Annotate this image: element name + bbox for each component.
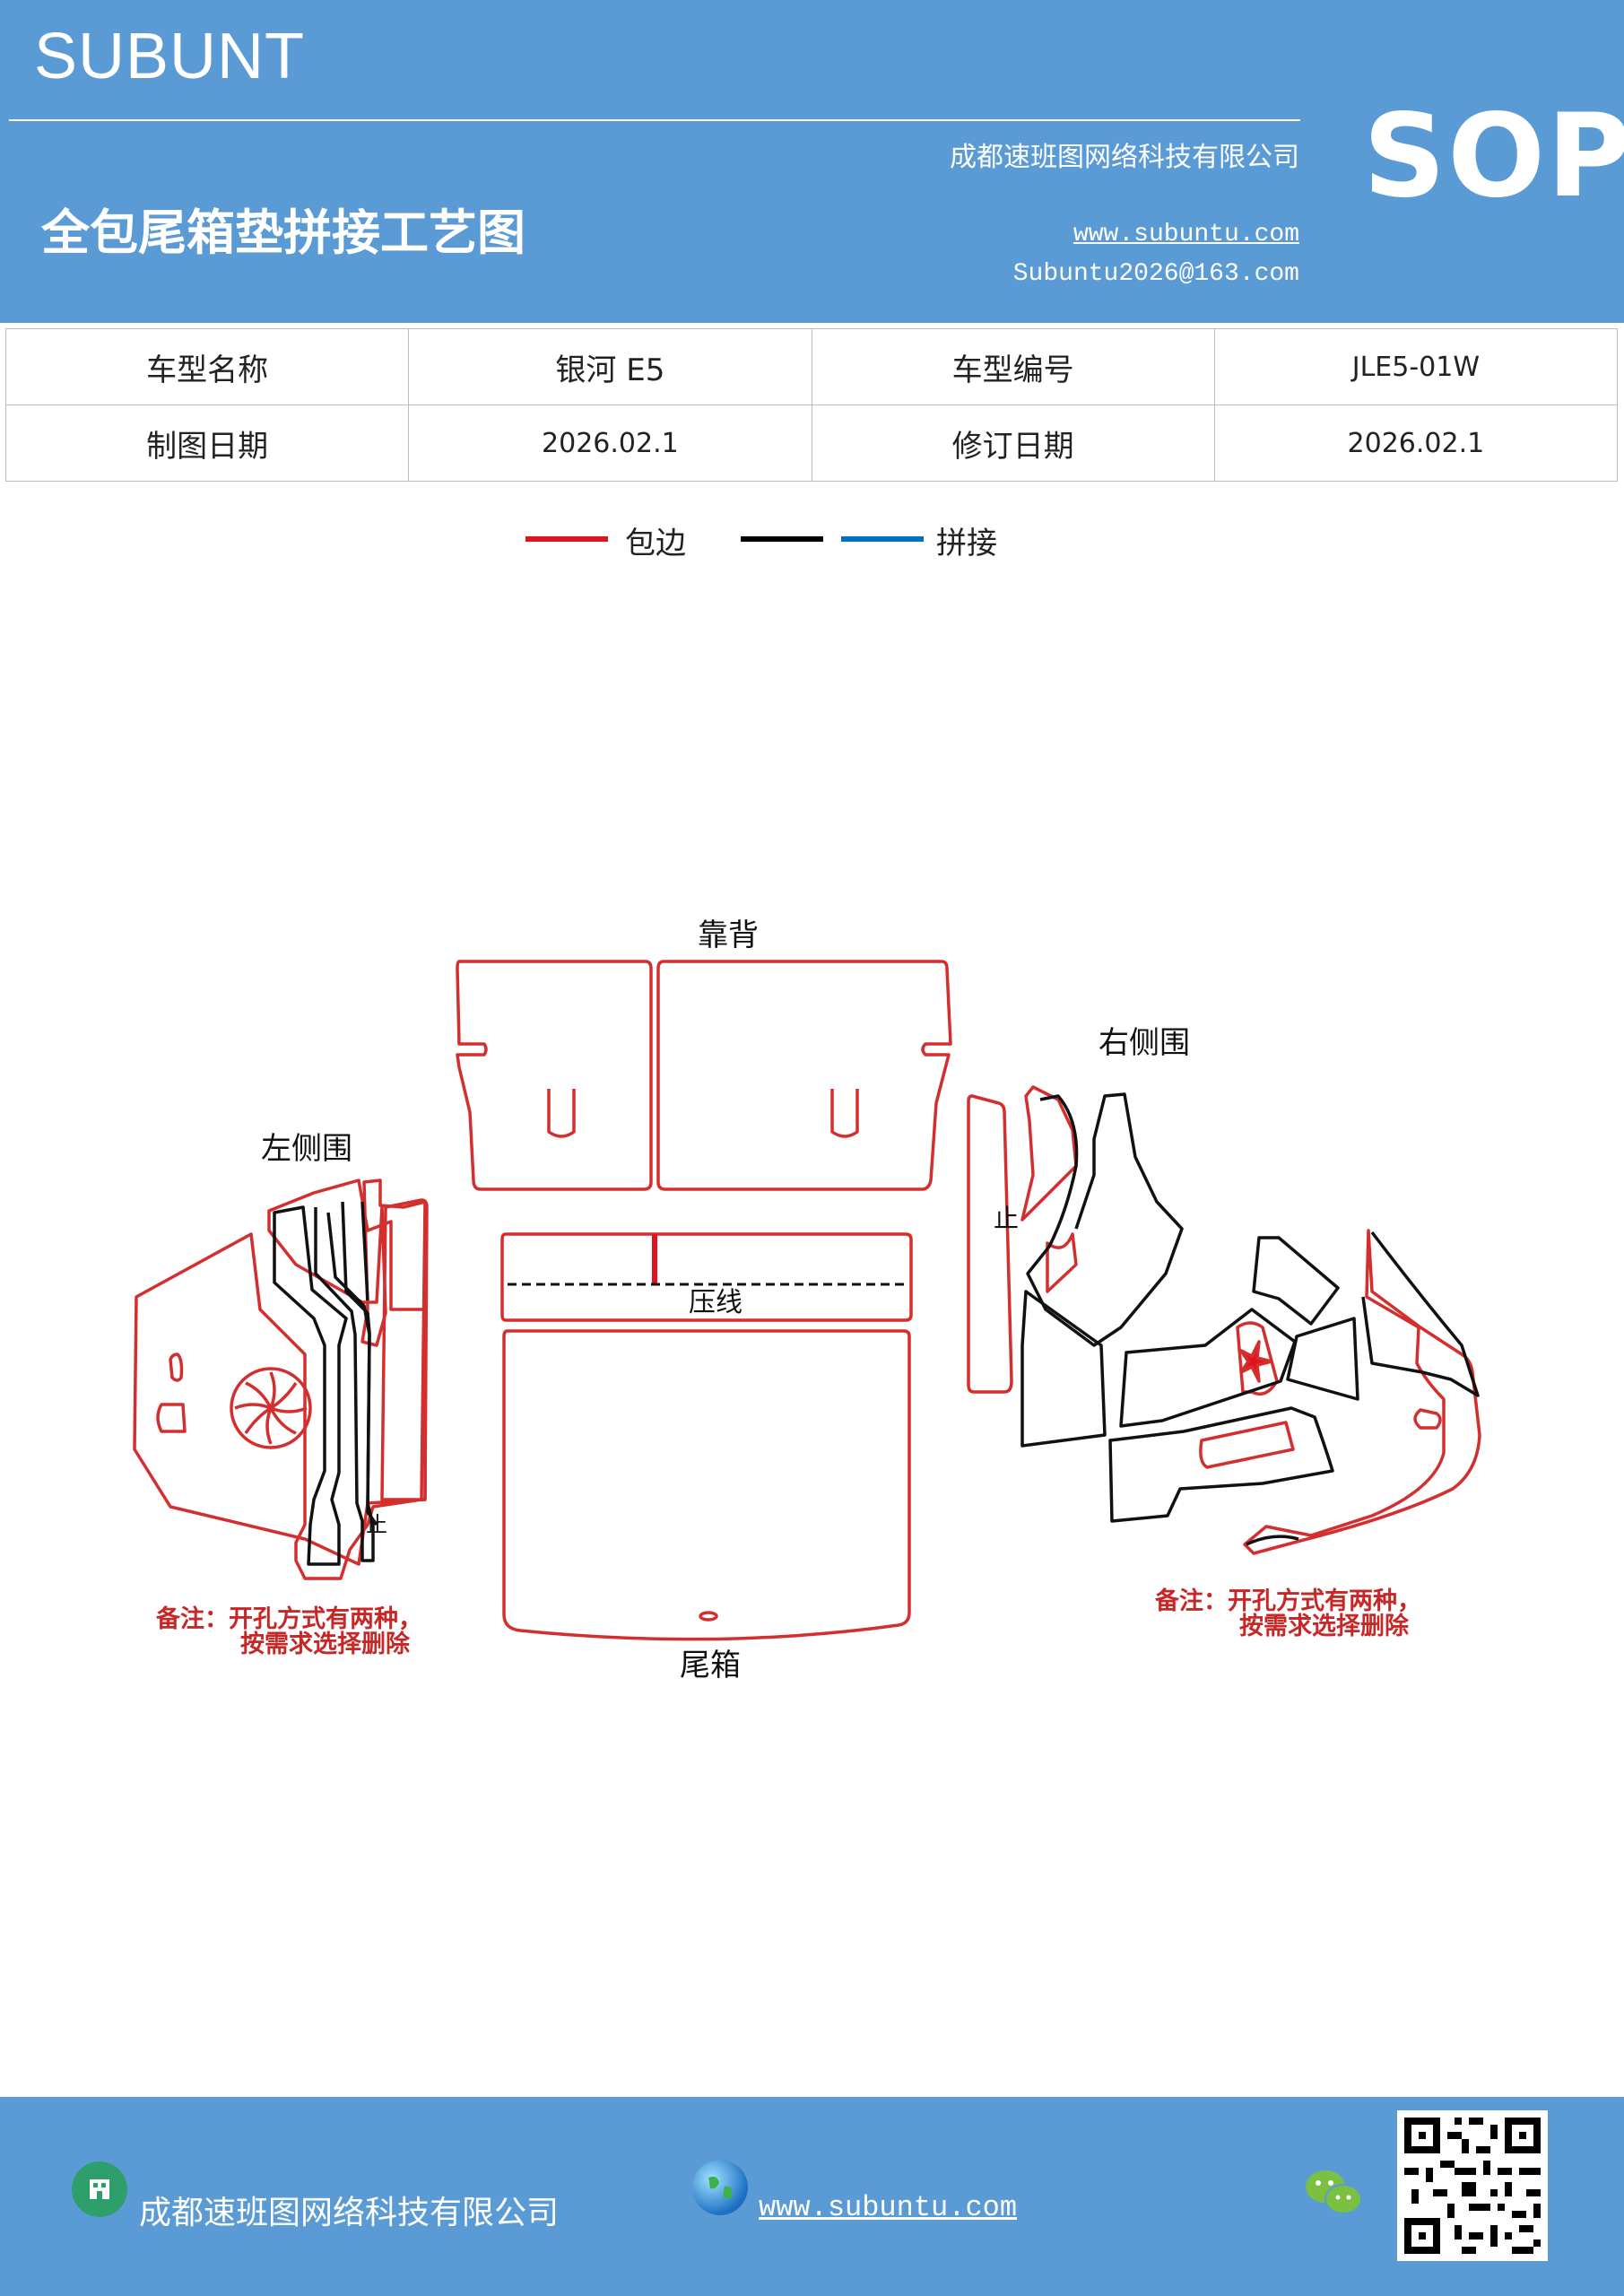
trunk-floor-panel xyxy=(502,1329,911,1641)
right-splice-g xyxy=(1361,1231,1480,1397)
right-fan-symbol xyxy=(1239,1340,1273,1383)
right-note-line-2: 按需求选择删除 xyxy=(1239,1612,1410,1640)
left-note-line-1: 备注：开孔方式有两种， xyxy=(155,1605,422,1633)
right-pocket-cutout xyxy=(1199,1421,1295,1469)
table-cell: 车型编号 xyxy=(811,328,1215,405)
backrest-right-panel xyxy=(656,960,952,1191)
label-backrest: 靠背 xyxy=(698,918,759,953)
left-d-shaped-hole xyxy=(156,1403,187,1433)
left-small-slot xyxy=(169,1352,184,1382)
right-upper-arm xyxy=(1020,1085,1078,1222)
label-trunk: 尾箱 xyxy=(680,1648,741,1683)
table-cell: JLE5-01W xyxy=(1213,328,1619,405)
label-crease: 压线 xyxy=(689,1287,743,1318)
right-note-line-1: 备注：开孔方式有两种， xyxy=(1154,1587,1421,1615)
label-right-side: 右侧围 xyxy=(1099,1025,1190,1061)
backrest-left-slot xyxy=(547,1089,576,1138)
right-splice-d xyxy=(1252,1236,1340,1326)
legend-swatch-blue xyxy=(841,536,924,542)
right-splice-h xyxy=(1246,1535,1299,1546)
right-rear-arc xyxy=(1243,1229,1481,1555)
qr-code[interactable] xyxy=(1397,2110,1548,2261)
right-splice-b xyxy=(1020,1290,1107,1448)
legend-swatch-red xyxy=(525,536,608,542)
label-left-side: 左侧围 xyxy=(261,1131,352,1167)
left-notch-mark: 止 xyxy=(366,1512,387,1537)
table-cell: 修订日期 xyxy=(811,404,1215,482)
right-small-oval xyxy=(1413,1408,1442,1430)
header-divider xyxy=(9,119,1300,121)
legend-label-splice: 拼接 xyxy=(936,526,997,561)
footer-company-name: 成都速班图网络科技有限公司 xyxy=(139,2195,560,2231)
left-splice-path-c xyxy=(341,1201,378,1526)
trunk-drain-hole xyxy=(699,1611,718,1622)
footer-website-link[interactable]: www.subuntu.com xyxy=(759,2191,1018,2224)
right-splice-e xyxy=(1286,1317,1359,1401)
brand-logo-text: SUBUNT xyxy=(34,21,306,92)
right-splice-f xyxy=(1108,1406,1334,1523)
right-notch-mark: 止 xyxy=(994,1204,1019,1233)
left-speaker-cutout xyxy=(230,1367,312,1449)
legend: 包边 拼接 xyxy=(0,524,1624,578)
left-speaker-fins xyxy=(234,1371,308,1445)
right-tall-strip xyxy=(967,1094,1013,1394)
backrest-right-slot xyxy=(830,1089,859,1138)
legend-swatch-black xyxy=(741,536,823,542)
header-company-name: 成都速班图网络科技有限公司 xyxy=(950,142,1299,173)
footer-banner: 成都速班图网络科技有限公司 www.subuntu.com xyxy=(0,2097,1624,2296)
left-splice-path-a xyxy=(273,1205,348,1566)
building-icon xyxy=(72,2161,127,2217)
crease-strip xyxy=(500,1232,913,1322)
document-title: 全包尾箱垫拼接工艺图 xyxy=(41,204,525,261)
legend-label-edge: 包边 xyxy=(625,526,686,561)
table-cell: 2026.02.1 xyxy=(1213,404,1619,482)
right-splice-a xyxy=(1026,1092,1184,1347)
table-cell: 制图日期 xyxy=(4,404,410,482)
table-cell: 车型名称 xyxy=(4,328,410,405)
vehicle-info-table: 车型名称 银河 E5 车型编号 JLE5-01W 制图日期 2026.02.1 … xyxy=(4,328,1619,482)
right-red-accent xyxy=(1046,1232,1078,1293)
header-email[interactable]: Subuntu2026@163.com xyxy=(1012,260,1299,288)
sop-badge: SOP xyxy=(1363,90,1624,223)
left-side-strip xyxy=(380,1198,429,1501)
table-cell: 银河 E5 xyxy=(408,328,812,405)
header-banner: SUBUNT 全包尾箱垫拼接工艺图 成都速班图网络科技有限公司 www.subu… xyxy=(0,0,1624,323)
right-splice-c xyxy=(1119,1308,1297,1428)
wechat-icon[interactable] xyxy=(1302,2165,1365,2219)
globe-icon xyxy=(692,2160,748,2215)
backrest-left-panel xyxy=(456,960,653,1191)
table-row: 车型名称 银河 E5 车型编号 JLE5-01W xyxy=(4,328,1619,405)
header-website-link[interactable]: www.subuntu.com xyxy=(1073,221,1299,248)
table-row: 制图日期 2026.02.1 修订日期 2026.02.1 xyxy=(4,404,1619,482)
table-cell: 2026.02.1 xyxy=(408,404,812,482)
left-note-line-2: 按需求选择删除 xyxy=(240,1630,411,1658)
